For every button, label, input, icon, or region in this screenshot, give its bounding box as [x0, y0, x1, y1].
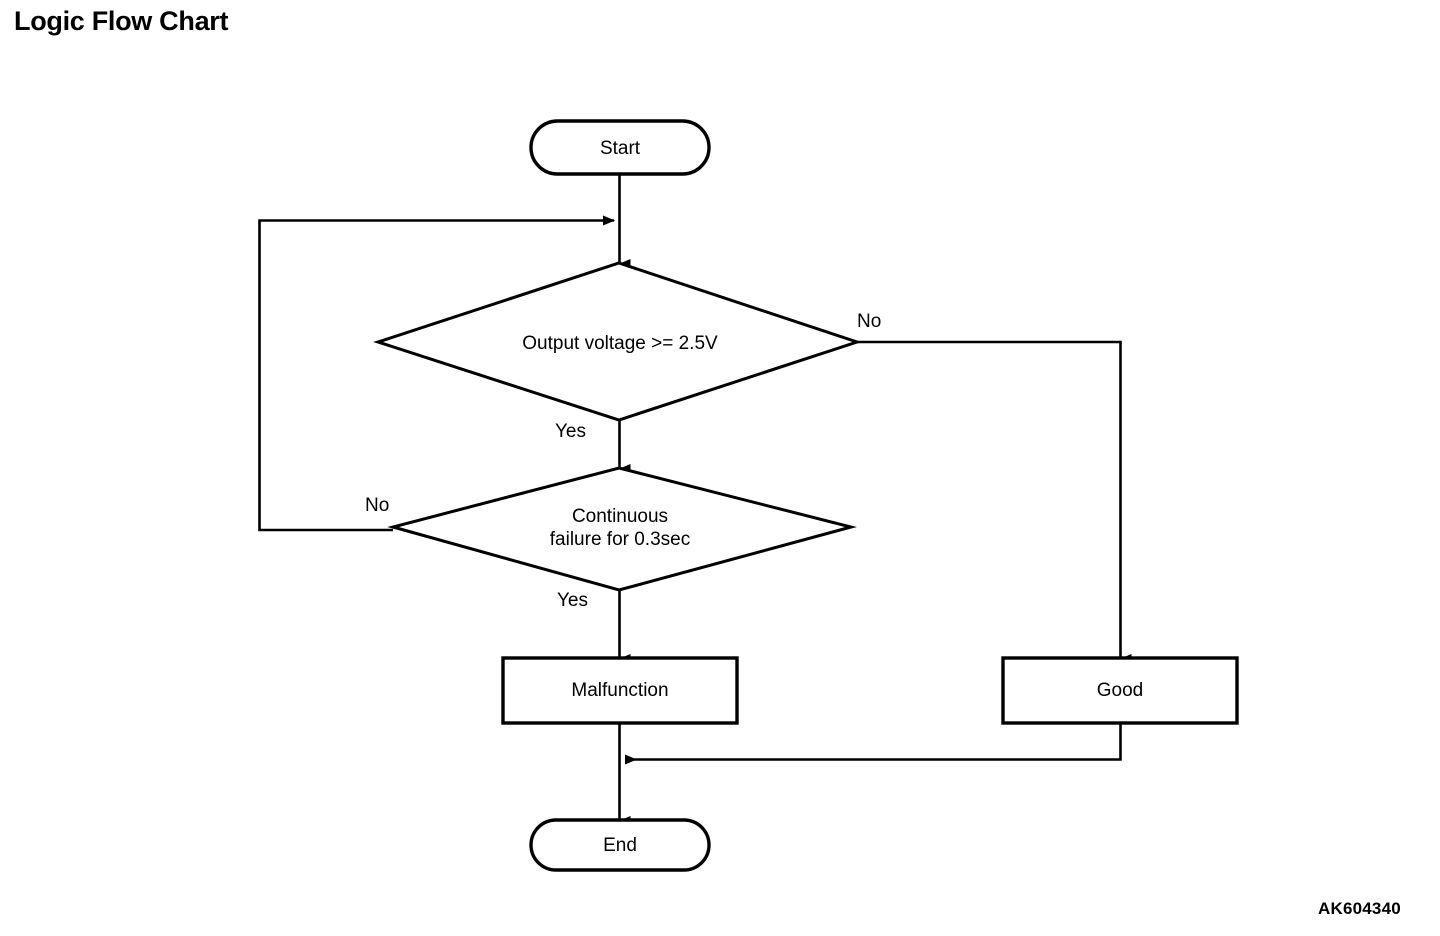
edge-decision2-no-feedback	[258, 215, 615, 532]
node-decision2-label-line2: failure for 0.3sec	[549, 529, 691, 550]
reference-code: AK604340	[1318, 899, 1401, 918]
node-decision1-label: Output voltage >= 2.5V	[522, 333, 718, 354]
page-title: Logic Flow Chart	[14, 6, 229, 36]
edge-label-decision1-no: No	[857, 311, 882, 332]
node-end-label: End	[603, 835, 637, 856]
edge-decision1-no-to-good	[857, 340, 1132, 664]
node-end-shape	[529, 818, 711, 872]
edge-good-to-end	[625, 723, 1122, 765]
node-decision2-label-line1: Continuous	[571, 506, 669, 527]
edge-label-decision2-no: No	[365, 495, 390, 516]
edge-label-decision1-yes: Yes	[555, 421, 586, 442]
node-good-label: Good	[1096, 680, 1144, 701]
node-good-shape	[1001, 656, 1239, 725]
node-malfunction-label: Malfunction	[571, 680, 669, 701]
node-start-label: Start	[599, 138, 641, 159]
node-decision2-label: Continuous failure for 0.3sec	[440, 505, 800, 551]
edge-label-decision2-yes: Yes	[557, 590, 588, 611]
